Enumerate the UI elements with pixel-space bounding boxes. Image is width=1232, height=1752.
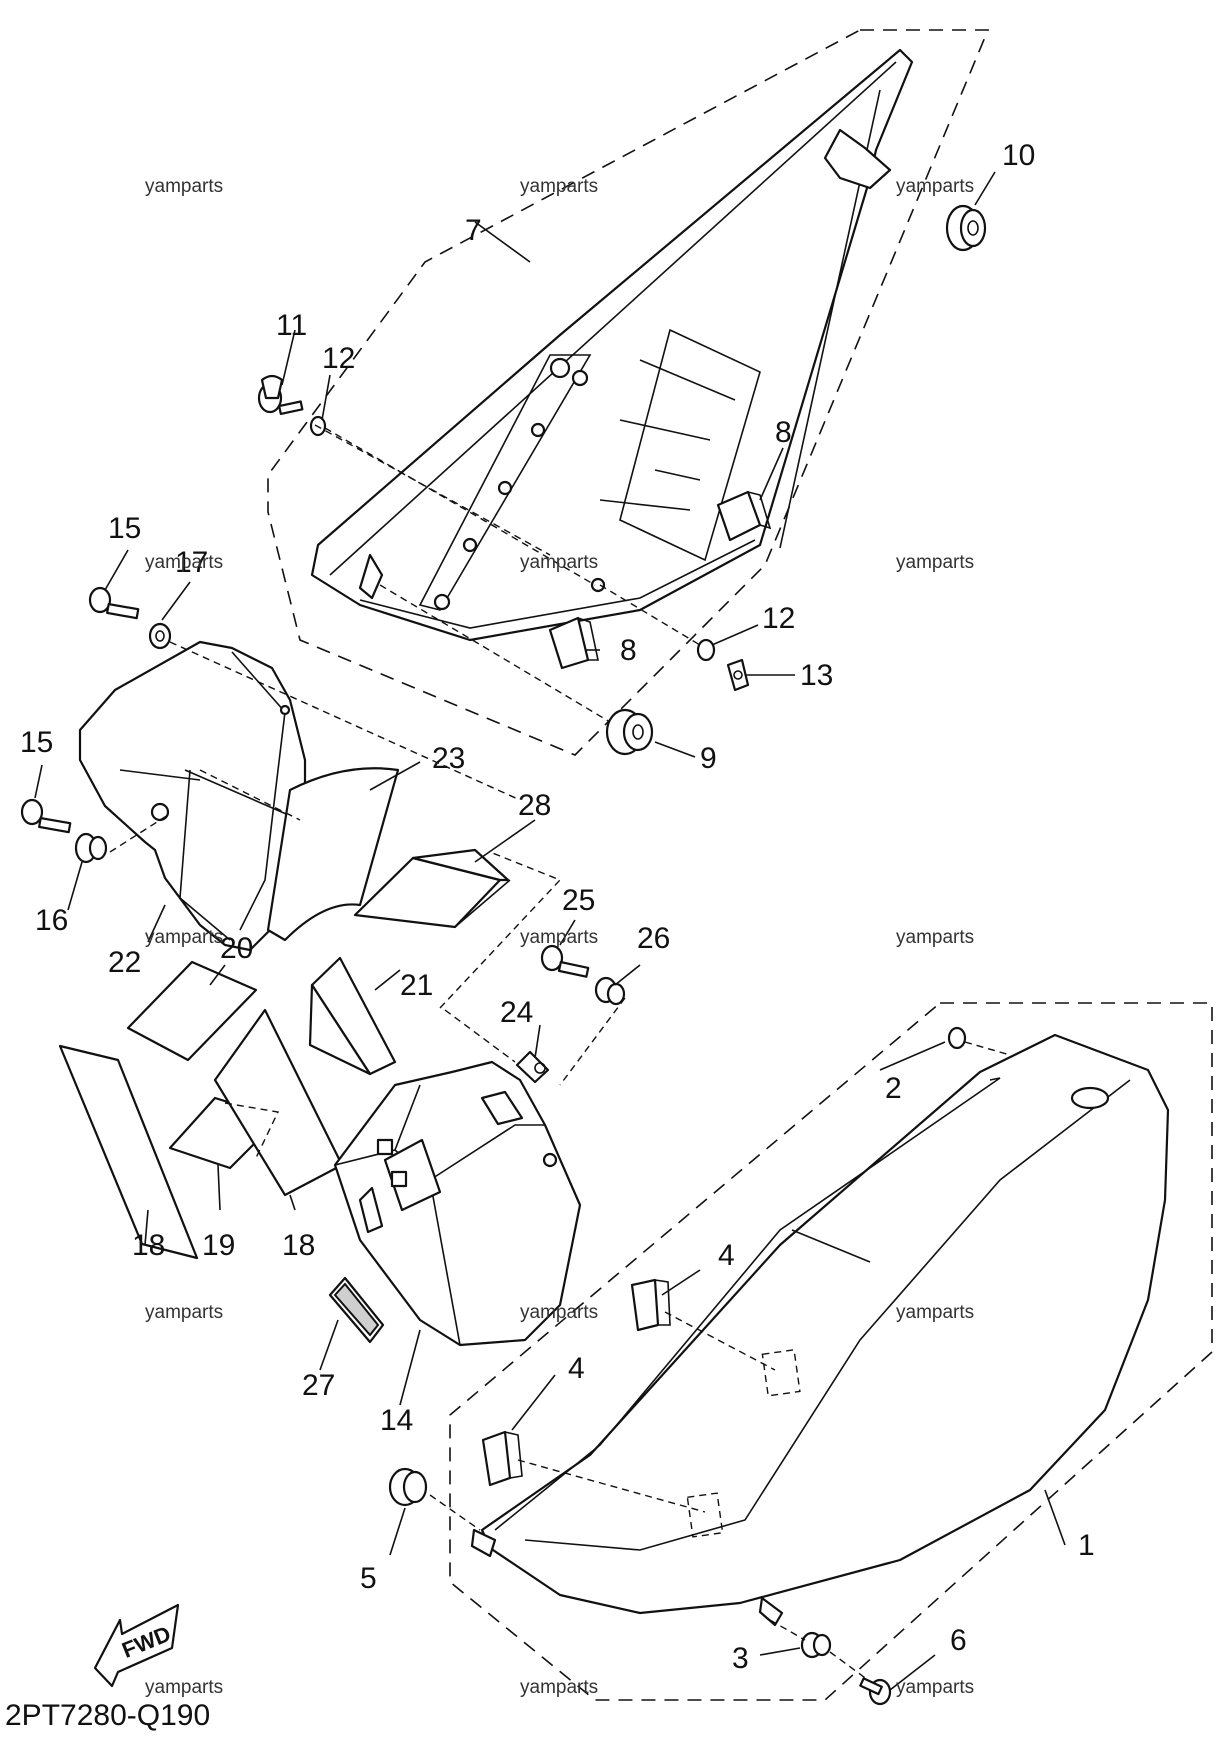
callout-12-lower: 12 (762, 602, 795, 635)
callout-23: 23 (432, 742, 465, 775)
damper-4-lower (481, 1430, 523, 1487)
watermarks: yamparts yamparts yamparts yamparts yamp… (145, 176, 974, 1698)
duct-28 (353, 848, 511, 929)
callout-6: 6 (950, 1624, 967, 1657)
watermark: yamparts (145, 552, 223, 573)
collar-2 (947, 1026, 967, 1050)
callout-11: 11 (276, 309, 307, 342)
airbox-14 (333, 1060, 582, 1347)
grommet-5 (388, 1467, 428, 1507)
bolt-15-upper (88, 586, 140, 620)
callout-15-upper: 15 (108, 512, 141, 545)
callout-10: 10 (1002, 139, 1035, 172)
callout-4-lower: 4 (568, 1352, 585, 1385)
callout-17: 17 (175, 546, 208, 579)
callout-2: 2 (885, 1072, 902, 1105)
callout-25: 25 (562, 884, 595, 917)
watermark: yamparts (145, 176, 223, 197)
callout-18-left: 18 (132, 1229, 165, 1262)
grommet-10 (945, 204, 987, 252)
boundary-upper (267, 29, 990, 756)
sponge-18-left (58, 1044, 199, 1260)
assembly-lines (109, 424, 1011, 1681)
callout-20: 20 (220, 932, 253, 965)
bolt-15-lower (20, 798, 72, 834)
callout-8-lower: 8 (620, 634, 637, 667)
watermark: yamparts (896, 927, 974, 948)
collar-16 (74, 832, 108, 864)
washer-12-lower (696, 638, 716, 662)
callout-14: 14 (380, 1404, 413, 1437)
watermark: yamparts (896, 1677, 974, 1698)
pad-20 (126, 960, 258, 1062)
airbox-cover (78, 640, 307, 952)
grommet-9 (605, 708, 654, 756)
callout-5: 5 (360, 1562, 377, 1595)
watermark: yamparts (520, 552, 598, 573)
callout-21: 21 (400, 969, 433, 1002)
callout-15-lower: 15 (20, 726, 53, 759)
watermark: yamparts (896, 552, 974, 573)
watermark: yamparts (896, 1302, 974, 1323)
boundary-lower (449, 1002, 1213, 1701)
nut-13 (726, 658, 750, 692)
callout-9: 9 (700, 742, 717, 775)
duct-21 (308, 956, 397, 1076)
callout-27: 27 (302, 1369, 335, 1402)
callout-26: 26 (637, 922, 670, 955)
diagram-code: 2PT7280-Q190 (5, 1699, 210, 1732)
fwd-arrow-icon: FWD (93, 1603, 180, 1688)
callout-19: 19 (202, 1229, 235, 1262)
collar-3 (800, 1631, 832, 1659)
nut-24 (515, 1050, 550, 1084)
screw-11 (257, 374, 304, 416)
watermark: yamparts (145, 927, 223, 948)
callout-16: 16 (35, 904, 68, 937)
callout-7: 7 (465, 214, 482, 247)
damper-4-upper (630, 1278, 671, 1332)
leader-lines (34, 171, 1066, 1691)
callout-4-upper: 4 (718, 1239, 735, 1272)
bolt-25 (540, 944, 590, 978)
watermark: yamparts (520, 1677, 598, 1698)
callout-3: 3 (732, 1642, 749, 1675)
side-cover-lower (470, 1033, 1170, 1627)
watermark: yamparts (520, 1302, 598, 1323)
callout-8-upper: 8 (775, 416, 792, 449)
watermark: yamparts (145, 1677, 223, 1698)
callout-1: 1 (1078, 1529, 1095, 1562)
bolt-6 (859, 1677, 892, 1706)
filter-element-23 (266, 767, 400, 942)
callout-22: 22 (108, 946, 141, 979)
damper-8-upper (716, 490, 772, 542)
callout-24: 24 (500, 996, 533, 1029)
watermark: yamparts (520, 176, 598, 197)
callout-12-upper: 12 (322, 342, 355, 375)
watermark: yamparts (145, 1302, 223, 1323)
damper-8-lower (548, 616, 599, 670)
watermark: yamparts (896, 176, 974, 197)
callout-18-right: 18 (282, 1229, 315, 1262)
washer-17 (148, 622, 172, 650)
watermark: yamparts (520, 927, 598, 948)
callout-13: 13 (800, 659, 833, 692)
callout-28: 28 (518, 789, 551, 822)
side-cover-upper (310, 48, 914, 642)
callouts: 1 2 3 4 4 5 6 7 8 8 9 10 11 12 12 13 14 … (20, 139, 1095, 1675)
